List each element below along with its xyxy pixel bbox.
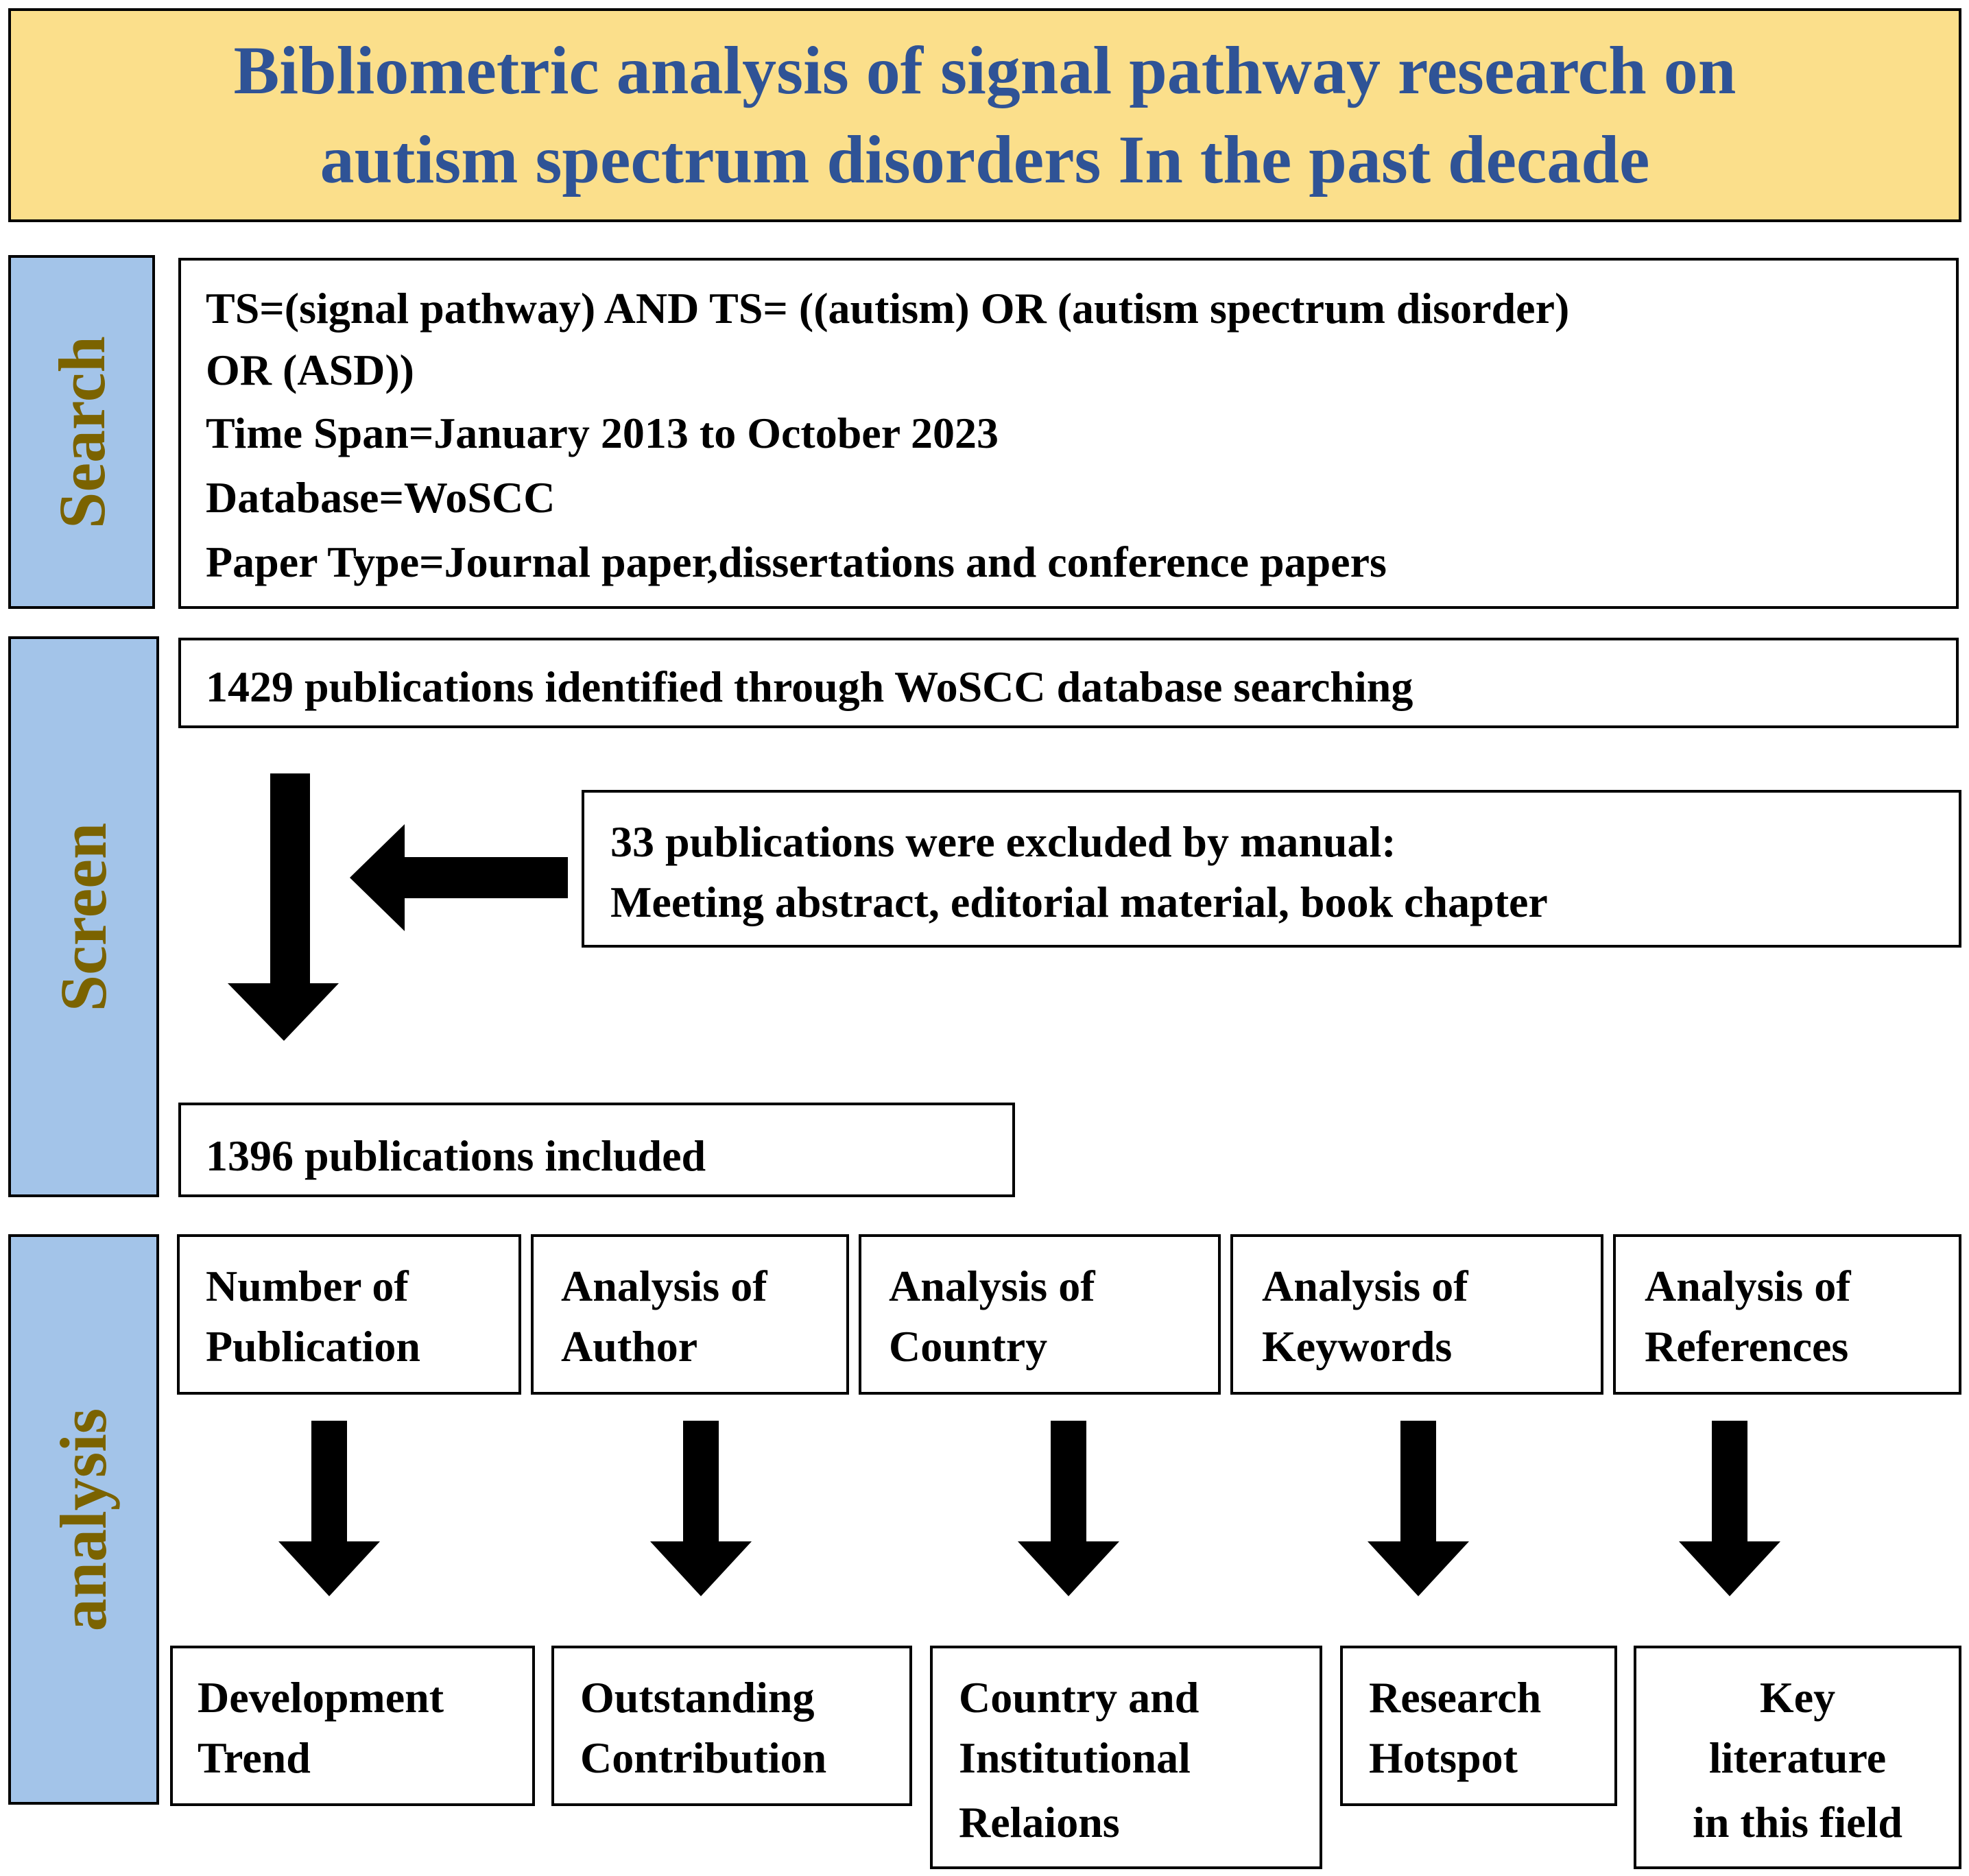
- search-line-3: Time Span=January 2013 to October 2023: [206, 409, 999, 457]
- down-arrow-icon: [1368, 1421, 1469, 1596]
- analysis-bottom-1-line-1: Development: [198, 1673, 444, 1722]
- analysis-top-1-line-1: Number of: [206, 1262, 409, 1310]
- down-arrow-icon: [1679, 1421, 1780, 1596]
- included-box: [178, 1103, 1015, 1197]
- analysis-bottom-2-line-1: Outstanding: [580, 1673, 815, 1722]
- down-arrow-icon: [226, 773, 339, 1041]
- down-arrow-icon: [650, 1421, 752, 1596]
- analysis-bottom-3-line-1: Country and: [959, 1673, 1200, 1722]
- excluded-box: [582, 790, 1961, 948]
- section-label-analysis-text: analysis: [47, 1408, 121, 1631]
- analysis-bottom-box-2: [551, 1646, 912, 1806]
- section-label-search: Search: [8, 255, 155, 609]
- identified-text: 1429 publications identified through WoS…: [206, 662, 1413, 711]
- analysis-top-1-line-2: Publication: [206, 1322, 420, 1371]
- analysis-top-box-4: [1230, 1234, 1603, 1395]
- analysis-top-box-5: [1613, 1234, 1961, 1395]
- analysis-bottom-box-3: [930, 1646, 1322, 1869]
- search-line-5: Paper Type=Journal paper,dissertations a…: [206, 538, 1387, 586]
- diagram-title: Bibliometric analysis of signal pathway …: [8, 8, 1961, 222]
- analysis-top-3-line-2: Country: [889, 1322, 1048, 1371]
- analysis-top-2-line-2: Author: [561, 1322, 698, 1371]
- section-label-analysis: analysis: [8, 1234, 159, 1805]
- analysis-bottom-box-1: [170, 1646, 535, 1806]
- section-label-search-text: Search: [45, 335, 119, 529]
- title-line-2: autism spectrum disorders In the past de…: [320, 121, 1650, 197]
- search-criteria-box: [178, 258, 1959, 609]
- search-line-1: TS=(signal pathway) AND TS= ((autism) OR…: [206, 284, 1570, 333]
- analysis-bottom-5-line-2: literature: [1708, 1733, 1887, 1782]
- analysis-top-4-line-2: Keywords: [1262, 1322, 1453, 1371]
- analysis-top-box-2: [531, 1234, 849, 1395]
- analysis-top-4-line-1: Analysis of: [1262, 1262, 1468, 1310]
- analysis-top-3-line-1: Analysis of: [889, 1262, 1095, 1310]
- analysis-bottom-3-line-3: Relaions: [959, 1798, 1120, 1847]
- excluded-line-2: Meeting abstract, editorial material, bo…: [610, 878, 1548, 926]
- section-label-screen: Screen: [8, 636, 159, 1197]
- analysis-bottom-box-5: [1634, 1646, 1961, 1869]
- analysis-top-5-line-2: References: [1645, 1322, 1849, 1371]
- analysis-bottom-box-4: [1340, 1646, 1617, 1806]
- analysis-top-box-3: [859, 1234, 1221, 1395]
- analysis-bottom-5-line-1: Key: [1759, 1673, 1836, 1722]
- search-line-2: OR (ASD)): [206, 346, 414, 394]
- analysis-top-box-1: [177, 1234, 521, 1395]
- analysis-bottom-4-line-2: Hotspot: [1369, 1733, 1518, 1782]
- title-line-1: Bibliometric analysis of signal pathway …: [233, 32, 1737, 108]
- analysis-bottom-4-line-1: Research: [1369, 1673, 1542, 1722]
- analysis-bottom-3-line-2: Institutional: [959, 1733, 1191, 1782]
- analysis-top-5-line-1: Analysis of: [1645, 1262, 1851, 1310]
- analysis-bottom-2-line-2: Contribution: [580, 1733, 827, 1782]
- search-line-4: Database=WoSCC: [206, 473, 556, 522]
- down-arrow-icon: [1018, 1421, 1119, 1596]
- analysis-top-2-line-1: Analysis of: [561, 1262, 767, 1310]
- identified-box: [178, 638, 1959, 728]
- excluded-line-1: 33 publications were excluded by manual:: [610, 817, 1396, 866]
- analysis-bottom-1-line-2: Trend: [198, 1733, 311, 1782]
- left-arrow-icon: [350, 824, 568, 931]
- section-label-screen-text: Screen: [47, 822, 121, 1011]
- included-text: 1396 publications included: [206, 1131, 706, 1180]
- analysis-bottom-5-line-3: in this field: [1693, 1798, 1902, 1847]
- down-arrow-icon: [278, 1421, 380, 1596]
